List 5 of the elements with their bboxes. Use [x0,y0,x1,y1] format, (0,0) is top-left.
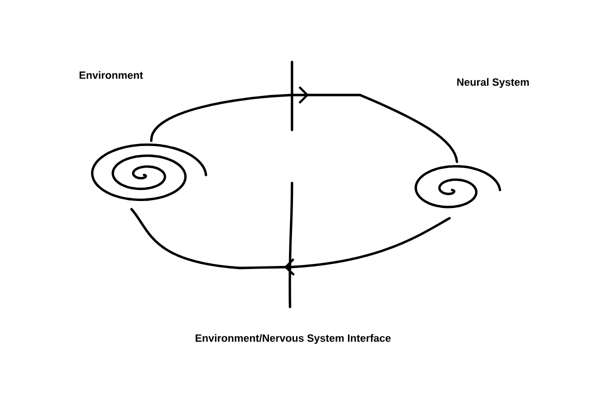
label-text: Environment/Nervous System Interface [196,334,391,344]
spiral-drawing [91,144,208,202]
label-text: Environment [80,71,143,79]
label-text: Neural System [457,78,529,88]
spiral-drawing [414,165,502,208]
